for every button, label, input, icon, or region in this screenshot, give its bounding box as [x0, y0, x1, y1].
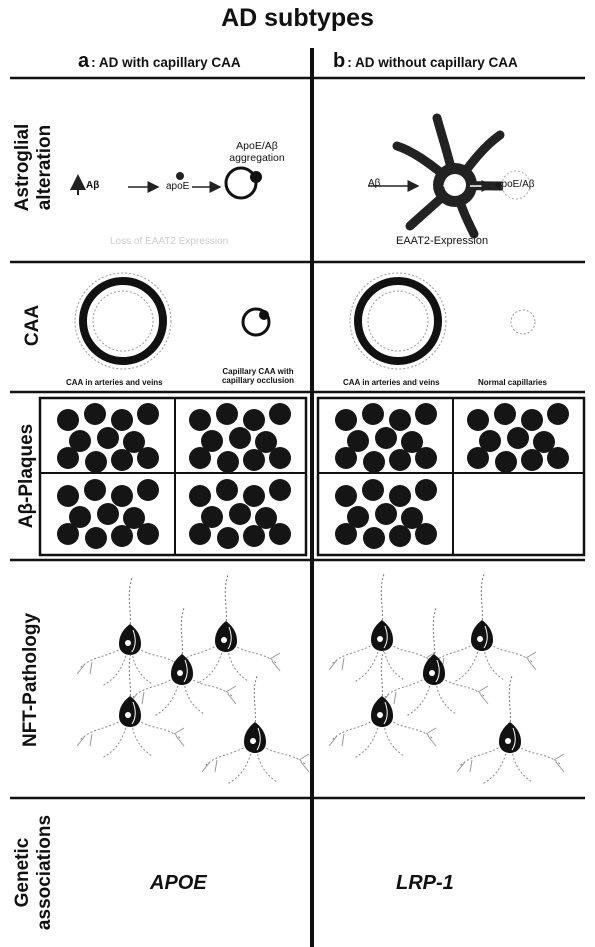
plaque-dot	[111, 525, 133, 547]
plaque-dot	[243, 485, 265, 507]
plaque-dot	[415, 479, 437, 501]
plaque-dot	[189, 523, 211, 545]
plaque-dot	[243, 449, 265, 471]
vessel-caa-b	[358, 281, 438, 361]
apoe-label-b: apoE	[443, 180, 462, 189]
plaque-dot	[97, 503, 119, 525]
plaque-dot	[84, 479, 106, 501]
complex-label-b: apoE/Aβ	[496, 179, 535, 190]
plaque-dot	[217, 451, 239, 473]
plaque-dot	[229, 503, 251, 525]
plaque-dot	[389, 409, 411, 431]
faint-label-a: Loss of EAAT2 Expression	[110, 236, 228, 247]
plaque-dot	[507, 427, 529, 449]
plaque-dot	[137, 447, 159, 469]
plaque-dot	[467, 447, 489, 469]
plaque-dot	[521, 409, 543, 431]
abeta-label-a: Aβ	[86, 180, 99, 191]
caa-capillary-label-a: Capillary CAA with capillary occlusion	[212, 367, 304, 385]
plaque-dot	[467, 409, 489, 431]
row-label-nft: NFT-Pathology	[20, 565, 42, 795]
plaque-dot	[362, 403, 384, 425]
plaque-dot	[85, 451, 107, 473]
plaque-dot	[415, 447, 437, 469]
plaque-dot	[494, 403, 516, 425]
plaque-dot	[389, 449, 411, 471]
plaque-dot	[137, 479, 159, 501]
plaque-dot	[111, 449, 133, 471]
plaque-dot	[137, 523, 159, 545]
row-label-caa: CAA	[22, 263, 44, 388]
plaque-dot	[57, 447, 79, 469]
nft-panel-a	[77, 575, 309, 784]
aggregation-label-a: ApoE/Aβ aggregation	[227, 140, 287, 164]
plaque-dot	[495, 451, 517, 473]
normal-capillary-b	[511, 310, 535, 334]
plaque-dot	[362, 479, 384, 501]
row-label-astroglial: Astroglial alteration	[12, 80, 56, 255]
row-label-astroglial-line2: alteration	[34, 80, 56, 255]
plaque-dot	[137, 403, 159, 425]
abeta-label-b: Aβ	[368, 178, 380, 189]
plaque-dot	[229, 427, 251, 449]
vessel-caa-a	[83, 281, 163, 361]
plaque-dot	[85, 527, 107, 549]
plaque-dot	[111, 409, 133, 431]
astroglial-panel-b	[368, 118, 530, 234]
plaque-dot	[111, 485, 133, 507]
plaque-dot	[375, 503, 397, 525]
plaque-dot	[84, 403, 106, 425]
plaque-dot	[415, 403, 437, 425]
apoe-label-a: apoE	[166, 181, 189, 192]
plaque-dot	[389, 485, 411, 507]
plaque-dot	[521, 449, 543, 471]
plaque-dot	[335, 447, 357, 469]
eaat2-label-b: EAAT2-Expression	[396, 235, 488, 247]
caa-panel-a	[75, 273, 269, 369]
plaque-dot	[335, 409, 357, 431]
row-label-genetic-line1: Genetic	[12, 800, 34, 945]
plaque-dot	[363, 527, 385, 549]
plaque-dot	[216, 479, 238, 501]
gene-a: APOE	[150, 872, 207, 895]
plaque-dot	[269, 447, 291, 469]
caa-panel-b	[350, 273, 535, 369]
caa-arteries-label-a: CAA in arteries and veins	[66, 378, 163, 387]
row-label-astroglial-line1: Astroglial	[12, 80, 34, 255]
plaque-dot	[189, 485, 211, 507]
plaque-dot	[57, 523, 79, 545]
plaque-dot	[547, 447, 569, 469]
plaque-dot	[547, 403, 569, 425]
plaque-dot	[217, 527, 239, 549]
plaque-dot	[189, 409, 211, 431]
row-label-genetic: Genetic associations	[12, 800, 56, 945]
caa-arteries-label-b: CAA in arteries and veins	[343, 378, 440, 387]
plaque-dot	[269, 403, 291, 425]
row-label-genetic-line2: associations	[34, 800, 56, 945]
apoe-dot-a	[176, 172, 184, 180]
plaque-dot	[189, 447, 211, 469]
plaque-dot	[57, 409, 79, 431]
plaque-dot	[216, 403, 238, 425]
plaque-dot	[415, 523, 437, 545]
normal-capillaries-label-b: Normal capillaries	[478, 378, 547, 387]
plaque-dot	[243, 409, 265, 431]
row-label-plaques: Aβ-Plaques	[16, 396, 38, 556]
plaque-dot	[375, 427, 397, 449]
plaque-dot	[243, 525, 265, 547]
plaque-dot	[57, 485, 79, 507]
plaque-dot	[335, 523, 357, 545]
nft-panel-b	[329, 574, 564, 784]
plaque-dot	[269, 479, 291, 501]
plaque-dot	[389, 525, 411, 547]
plaque-dot	[97, 427, 119, 449]
plaque-dot	[363, 451, 385, 473]
plaque-dot	[269, 523, 291, 545]
gene-b: LRP-1	[396, 872, 454, 895]
aggregate-circle-a	[226, 168, 256, 198]
plaque-dot	[335, 485, 357, 507]
